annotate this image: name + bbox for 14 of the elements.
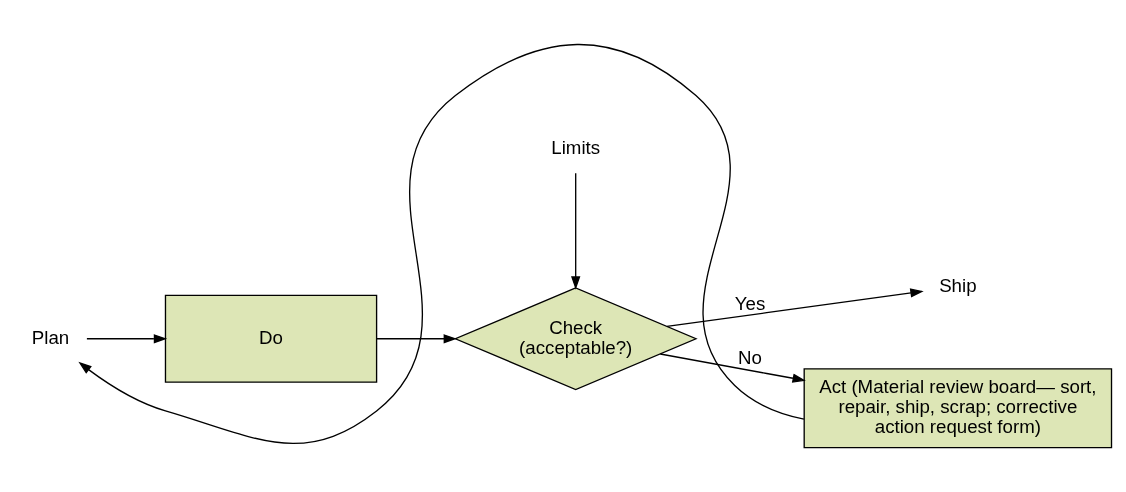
arrow [78,43,805,445]
node-box: Do [164,294,378,383]
node-diamond: Check (acceptable?) [453,287,698,391]
arrow [666,288,924,328]
node-text: Plan [31,326,70,348]
node-text: Ship [939,274,977,296]
arrow [376,334,457,344]
arrow [659,353,806,383]
arrow [86,334,168,344]
node-text: Limits [551,136,601,158]
edge-label: Yes [734,292,766,314]
arrow [571,172,581,290]
node-box: Act (Material review board— sort, repair, ship, scrap; corrective action request form) [803,368,1113,449]
edge-label: No [738,347,763,369]
